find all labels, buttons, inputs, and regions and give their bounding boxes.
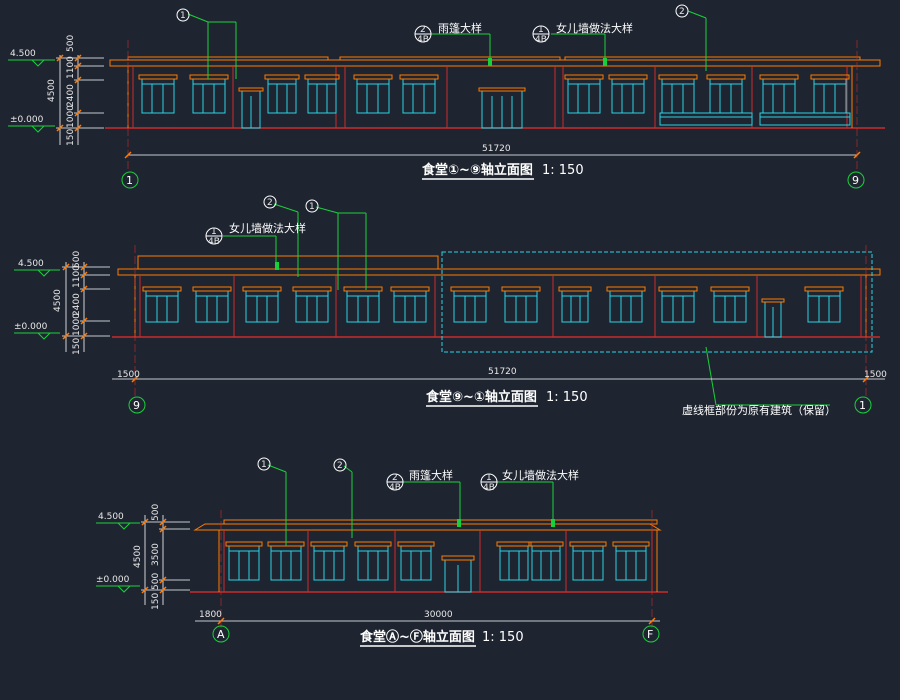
elevation-1-horizontal-dim: 51720 [124, 40, 861, 172]
svg-text:4B: 4B [208, 237, 220, 247]
elevation-3-level-marks [96, 522, 140, 593]
elevation-3-height-4500: 4500 [133, 545, 143, 568]
elevation-1-height-4500: 4500 [47, 79, 57, 102]
elevation-1-dim-1100: 1100 [66, 56, 76, 79]
elevation-1-title: 食堂①~⑨轴立面图 [422, 162, 533, 178]
elevation-1-level-marks [8, 59, 55, 133]
elevation-1: 4.500 ±0.000 4500 500 1100 2400 1000 150 [8, 4, 885, 189]
elevation-3-dim-500-lower: 500 [151, 573, 161, 590]
elevation-1-dim-2400: 2400 [66, 84, 76, 107]
elevation-3-callout-parapet: 1 4B 女儿墙做法大样 [480, 468, 579, 493]
svg-text:4B: 4B [483, 483, 495, 493]
elevation-2-building [112, 255, 881, 338]
elevation-1-level-top: 4.500 [10, 49, 36, 59]
elevation-2-callout-1: 1 [305, 199, 319, 213]
elevation-3-axis-left: A [212, 625, 230, 643]
elevation-2-scale: 1: 150 [546, 390, 588, 405]
elevation-3-axis-right: F [642, 625, 660, 643]
elevation-2-level-top: 4.500 [18, 259, 44, 269]
elevation-1-canopy-label: 雨篷大样 [438, 21, 482, 35]
svg-text:2: 2 [267, 198, 273, 208]
elevation-2-callout-parapet: 1 4B 女儿墙做法大样 [205, 221, 306, 247]
svg-text:1: 1 [211, 227, 217, 237]
elevation-2-total-dim: 51720 [488, 367, 517, 377]
elevation-2-dim-150: 150 [72, 338, 82, 355]
svg-text:9: 9 [852, 174, 859, 187]
svg-text:2: 2 [392, 473, 398, 483]
elevation-1-dim-ticks [56, 54, 82, 132]
elevation-1-callout-1: 1 [176, 8, 190, 22]
elevation-3-leaders [267, 464, 554, 546]
svg-text:2: 2 [420, 25, 426, 35]
elevation-2-horizontal-dim: 51720 1500 1500 [112, 245, 887, 398]
svg-text:A: A [217, 628, 225, 641]
elevation-2: 4.500 ±0.000 4500 500 1100 2400 1000 150 [14, 195, 887, 417]
elevation-3-canopy-label: 雨篷大样 [409, 468, 453, 482]
elevation-3-parapet-label: 女儿墙做法大样 [502, 468, 579, 482]
elevation-3-callout-1: 1 [257, 457, 271, 471]
elevation-2-side-dim-right: 1500 [864, 370, 887, 380]
elevation-2-callout-2: 2 [263, 195, 277, 209]
elevation-2-axis-left: 9 [128, 396, 146, 414]
elevation-3-dim-500: 500 [151, 504, 161, 521]
svg-text:4B: 4B [389, 483, 401, 493]
svg-text:F: F [647, 628, 653, 641]
svg-text:1: 1 [126, 174, 133, 187]
elevation-1-axis-right: 9 [847, 171, 865, 189]
elevation-3-total-dim: 30000 [424, 610, 453, 620]
elevation-2-height-4500: 4500 [53, 289, 63, 312]
elevation-1-axis-left: 1 [121, 171, 139, 189]
elevation-2-axis-right: 1 [854, 396, 872, 414]
elevation-2-existing-note: 虚线框部份为原有建筑（保留） [682, 403, 836, 417]
elevation-2-dim-ticks [62, 263, 88, 340]
svg-text:9: 9 [133, 399, 140, 412]
elevation-1-leaders [187, 10, 707, 79]
elevation-2-dim-1100: 1100 [72, 265, 82, 288]
elevation-3-horizontal-dim: 30000 1800 [195, 510, 660, 630]
elevation-2-dim-1000: 1000 [72, 313, 82, 336]
elevation-3-callout-2: 2 [333, 458, 347, 472]
elevation-2-level-marks [14, 269, 60, 340]
elevation-1-dim-1000: 1000 [66, 105, 76, 128]
elevation-1-level-zero: ±0.000 [10, 115, 44, 125]
svg-text:2: 2 [679, 7, 685, 17]
elevation-1-dim-150: 150 [66, 129, 76, 146]
elevation-3: 4.500 ±0.000 4500 500 3500 500 150 [96, 457, 668, 647]
elevation-3-title: 食堂Ⓐ~Ⓕ轴立面图 [360, 629, 475, 645]
elevation-3-callout-canopy: 2 4B 雨篷大样 [386, 468, 453, 493]
elevation-1-callout-canopy: 2 4B 雨篷大样 [414, 21, 482, 45]
elevation-3-dim-ticks [141, 518, 167, 594]
svg-text:1: 1 [486, 473, 492, 483]
elevation-3-dim-150: 150 [151, 593, 161, 610]
elevation-2-dim-2400: 2400 [72, 293, 82, 316]
elevation-1-dim-500: 500 [66, 35, 76, 52]
elevation-1-building [105, 56, 885, 129]
elevation-3-scale: 1: 150 [482, 630, 524, 645]
svg-text:1: 1 [859, 399, 866, 412]
svg-text:2: 2 [337, 461, 343, 471]
elevation-1-callout-2: 2 [675, 4, 689, 18]
svg-text:1: 1 [261, 460, 267, 470]
elevation-1-parapet-label: 女儿墙做法大样 [556, 21, 633, 35]
elevation-2-title: 食堂⑨~①轴立面图 [426, 389, 537, 405]
elevation-2-side-dim-left: 1500 [117, 370, 140, 380]
elevation-2-dim-500: 500 [72, 251, 82, 268]
elevation-1-scale: 1: 150 [542, 163, 584, 178]
svg-text:4B: 4B [535, 35, 547, 45]
svg-text:1: 1 [180, 11, 186, 21]
elevation-3-dim-3500: 3500 [151, 543, 161, 566]
elevation-3-level-top: 4.500 [98, 512, 124, 522]
elevation-1-callout-parapet: 1 4B 女儿墙做法大样 [532, 21, 633, 45]
elevation-2-parapet-label: 女儿墙做法大样 [229, 221, 306, 235]
elevation-2-existing-building-box [441, 251, 873, 353]
elevation-3-side-dim-left: 1800 [199, 610, 222, 620]
elevation-3-level-zero: ±0.000 [96, 575, 130, 585]
svg-text:4B: 4B [417, 35, 429, 45]
elevation-2-level-zero: ±0.000 [14, 322, 48, 332]
svg-text:1: 1 [309, 202, 315, 212]
elevation-2-leaders [223, 203, 830, 406]
svg-text:1: 1 [538, 25, 544, 35]
elevation-1-total-dim: 51720 [482, 144, 511, 154]
